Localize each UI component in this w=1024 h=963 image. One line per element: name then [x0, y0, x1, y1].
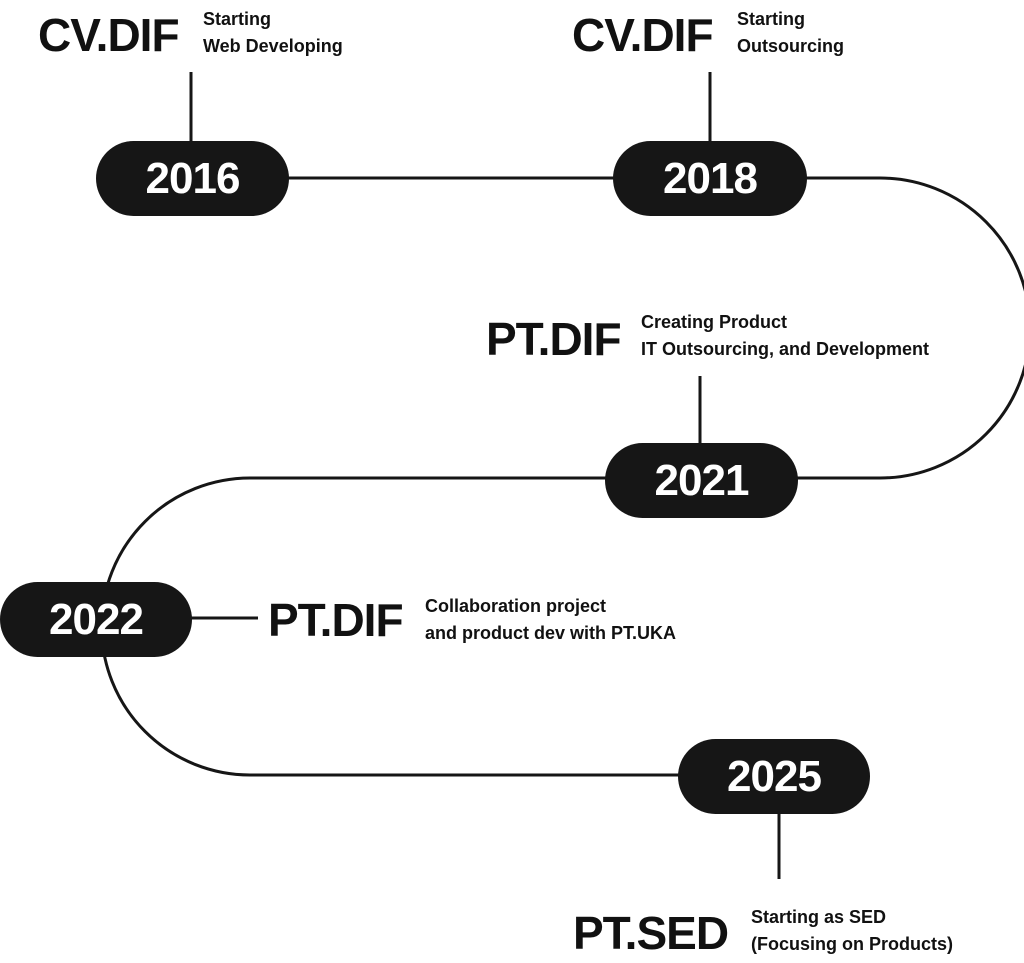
year-pill-2016: 2016 — [96, 141, 289, 216]
description-2016: Starting Web Developing — [203, 6, 343, 60]
description-2021-line-2: IT Outsourcing, and Development — [641, 339, 930, 359]
year-pill-2021: 2021 — [605, 443, 798, 518]
description-2021-line-1: Creating Product — [641, 312, 788, 332]
description-2022-line-2: and product dev with PT.UKA — [425, 623, 677, 643]
year-pill-2022: 2022 — [0, 582, 192, 657]
description-2025: Starting as SED (Focusing on Products) — [751, 904, 953, 958]
description-2018-line-1: Starting — [737, 9, 806, 29]
company-2016: CV.DIF — [38, 9, 180, 61]
year-pill-2025: 2025 — [678, 739, 870, 814]
description-2016-line-2: Web Developing — [203, 36, 343, 56]
company-2018: CV.DIF — [572, 9, 714, 61]
description-2025-line-1: Starting as SED — [751, 907, 887, 927]
description-2022-line-1: Collaboration project — [425, 596, 607, 616]
company-2022: PT.DIF — [268, 594, 404, 646]
company-2021: PT.DIF — [486, 313, 622, 365]
timeline-main-line — [100, 176, 1024, 777]
description-2022: Collaboration project and product dev wi… — [425, 593, 676, 647]
description-2021: Creating Product IT Outsourcing, and Dev… — [641, 309, 929, 363]
description-2018: Starting Outsourcing — [737, 6, 844, 60]
year-pill-2018: 2018 — [613, 141, 807, 216]
description-2016-line-1: Starting — [203, 9, 272, 29]
company-2025: PT.SED — [573, 907, 729, 959]
description-2018-line-2: Outsourcing — [737, 36, 844, 56]
description-2025-line-2: (Focusing on Products) — [751, 934, 953, 954]
